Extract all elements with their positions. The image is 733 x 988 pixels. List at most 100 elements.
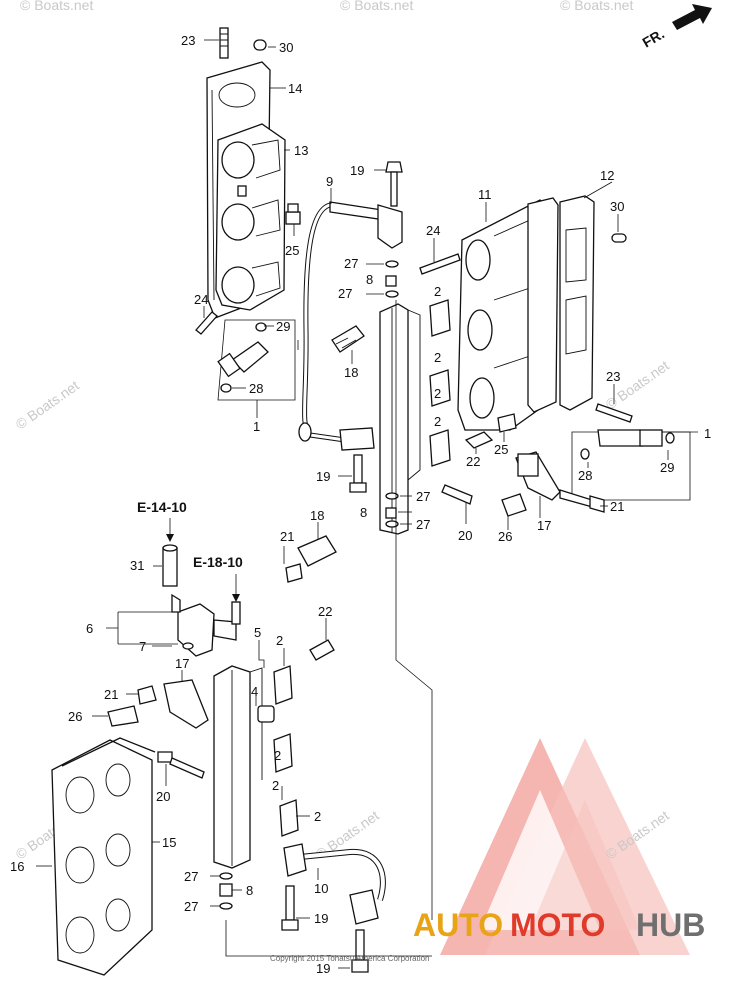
callout-27: 27: [338, 286, 352, 301]
callout-2: 2: [274, 748, 281, 763]
callout-6: 6: [86, 621, 93, 636]
callout-27: 27: [416, 517, 430, 532]
seals-27-8-bottom: [219, 872, 233, 910]
callout-23: 23: [606, 369, 620, 384]
arrow-icon: [672, 4, 712, 30]
callout-15: 15: [162, 835, 176, 850]
callout-11: 11: [478, 187, 492, 202]
callouts: 23 30 14 13 25 24 29 28 1 9 19 27 8 27 1…: [10, 33, 711, 976]
fuel-rail-right: [379, 303, 421, 535]
arrow-down-icon: [166, 534, 174, 542]
callout-1: 1: [253, 419, 260, 434]
watermark-text: © Boats.net: [560, 0, 633, 13]
callout-7: 7: [139, 639, 146, 654]
bolt-19-bottom: [351, 929, 369, 973]
callout-22: 22: [466, 454, 480, 469]
bracket-17-left: [163, 679, 209, 729]
clamp-26-left: [107, 705, 139, 727]
callout-10: 10: [314, 881, 328, 896]
callout-28: 28: [578, 468, 592, 483]
callout-21: 21: [610, 499, 624, 514]
brand-auto: AUTO: [413, 907, 503, 943]
callout-2: 2: [434, 284, 441, 299]
gasket-15-16: [51, 737, 156, 976]
callout-29: 29: [660, 460, 674, 475]
cap-4: [257, 705, 275, 723]
callout-2: 2: [314, 809, 321, 824]
callout-24: 24: [426, 223, 440, 238]
callout-21: 21: [280, 529, 294, 544]
nut-25-top: [285, 203, 301, 225]
bolt-19-mid: [349, 454, 367, 493]
callout-1: 1: [704, 426, 711, 441]
watermark-text: © Boats.net: [20, 0, 93, 13]
pressure-regulator-6: [171, 593, 241, 657]
clip-18-lower: [297, 535, 337, 567]
copyright-text: Copyright 2015 Tohatsu America Corporati…: [270, 954, 430, 963]
reference-e-18-10: E-18-10: [193, 554, 243, 570]
callout-30: 30: [279, 40, 293, 55]
section-references: E-14-10 E-18-10: [137, 499, 243, 602]
brackets-2-left: [273, 665, 299, 837]
callout-16: 16: [10, 859, 24, 874]
nut-25-right: [497, 413, 517, 433]
callout-19: 19: [314, 911, 328, 926]
front-direction-indicator: FR.: [640, 4, 712, 51]
callout-20: 20: [156, 789, 170, 804]
arrow-down-icon: [232, 594, 240, 602]
gasket-11-back: [527, 197, 559, 413]
bolt-21-left: [137, 685, 157, 705]
brand-hub: HUB: [636, 907, 705, 943]
callout-24: 24: [194, 292, 208, 307]
callout-2: 2: [434, 386, 441, 401]
injector-1-right: [571, 429, 691, 501]
callout-8: 8: [360, 505, 367, 520]
callout-8: 8: [246, 883, 253, 898]
callout-25: 25: [494, 442, 508, 457]
bracket-17-right: [515, 451, 561, 501]
callout-27: 27: [416, 489, 430, 504]
direction-label: FR.: [640, 25, 668, 50]
callout-12: 12: [600, 168, 614, 183]
seals-27-8-upper: [385, 260, 399, 298]
injector-1-left: [217, 319, 296, 418]
fuel-rail-left-5: [213, 665, 263, 869]
callout-27: 27: [344, 256, 358, 271]
stud-24-left: [195, 311, 218, 335]
automotohub-logo: AUTO MOTO HUB: [413, 738, 705, 955]
stud-24-right: [419, 253, 461, 275]
callout-4: 4: [251, 684, 258, 699]
callout-8: 8: [366, 272, 373, 287]
bolt-21-lower: [285, 563, 303, 583]
bolt-22-right: [464, 431, 494, 449]
callout-5: 5: [254, 625, 261, 640]
callout-29: 29: [276, 319, 290, 334]
callout-18: 18: [344, 365, 358, 380]
gasket-12: [559, 195, 595, 411]
callout-23: 23: [181, 33, 195, 48]
callout-28: 28: [249, 381, 263, 396]
callout-13: 13: [294, 143, 308, 158]
callout-31: 31: [130, 558, 144, 573]
callout-2: 2: [434, 414, 441, 429]
callout-26: 26: [498, 529, 512, 544]
leader-lines: [36, 39, 698, 969]
callout-25: 25: [285, 243, 299, 258]
hose-31: [162, 544, 178, 587]
callout-14: 14: [288, 81, 302, 96]
callout-18: 18: [310, 508, 324, 523]
brand-moto: MOTO: [510, 907, 605, 943]
callout-19: 19: [316, 469, 330, 484]
callout-26: 26: [68, 709, 82, 724]
pin-30-right: [611, 233, 627, 243]
watermark-text: © Boats.net: [340, 0, 413, 13]
bolt-20-left: [157, 751, 205, 779]
callout-21: 21: [104, 687, 118, 702]
bolt-19-bottom-left: [281, 885, 299, 931]
clip-18-upper: [331, 325, 365, 353]
callout-20: 20: [458, 528, 472, 543]
callout-27: 27: [184, 869, 198, 884]
callout-2: 2: [272, 778, 279, 793]
callout-19: 19: [350, 163, 364, 178]
fuel-hose-9: [298, 201, 403, 451]
